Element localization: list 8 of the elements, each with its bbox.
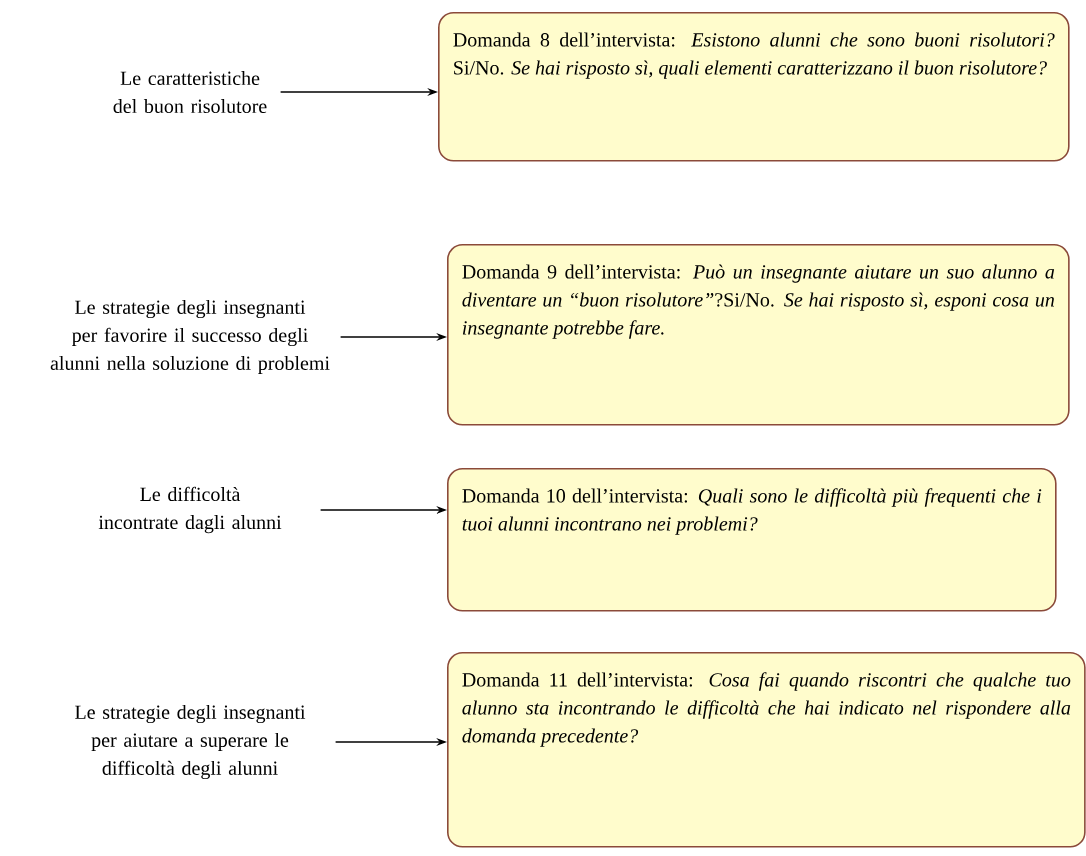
side-text: Le strategie degli insegnanti per favorire il successo degli alunni nella soluzione di problemi xyxy=(50,299,330,375)
question-box: Domanda 10 dell’intervista: Quali sono le difficoltà più frequenti che i tuoi alunni incontrano nei problemi? xyxy=(447,468,1057,612)
side-text: Le difficoltà incontrate dagli alunni xyxy=(98,486,282,534)
question-box: Domanda 9 dell’intervista: Può un insegnante aiutare un suo alunno a diventare un “buon risolutore”?Si/No. Se hai risposto sì, esponi cosa un insegnante potrebbe fare. xyxy=(447,244,1070,426)
side-text: Le strategie degli insegnanti per aiutare a superare le difficoltà degli alunni xyxy=(75,704,306,780)
side-text: Le caratteristiche del buon risolutore xyxy=(113,71,267,114)
question-box: Domanda 8 dell’intervista: Esistono alunni che sono buoni risolutori? Si/No. Se hai risposto sì, quali elementi caratterizzano il buon risolutore? xyxy=(438,12,1070,162)
question-box: Domanda 11 dell’intervista: Cosa fai quando riscontri che qualche tuo alunno sta incontrando le difficoltà che hai indicato nel rispondere alla domanda precedente? xyxy=(447,652,1086,848)
